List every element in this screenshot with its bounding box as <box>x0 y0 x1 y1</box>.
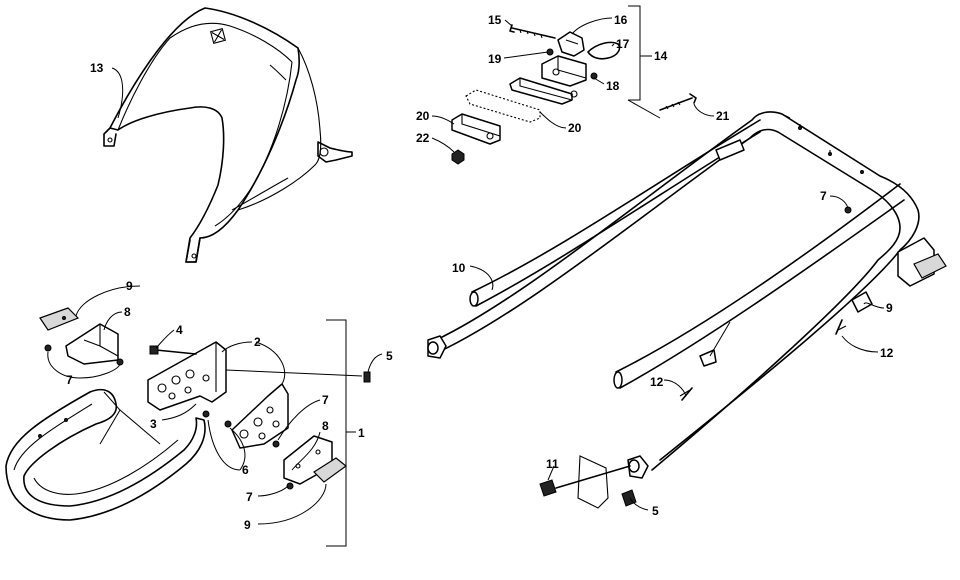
callout-3: 3 <box>150 417 157 431</box>
callout-20-lower: 20 <box>568 121 582 135</box>
callout-6: 6 <box>242 463 249 477</box>
callout-7-right: 7 <box>322 393 329 407</box>
hitch-latch-assembly-14 <box>451 5 697 165</box>
tow-handle-frame-10 <box>427 111 947 509</box>
callout-7-lower: 7 <box>246 490 253 504</box>
callout-19: 19 <box>488 52 502 66</box>
callout-4: 4 <box>176 323 183 337</box>
callout-11: 11 <box>546 457 559 471</box>
callout-12-right: 12 <box>880 346 894 360</box>
callout-2: 2 <box>254 335 261 349</box>
callout-16: 16 <box>614 13 628 27</box>
windshield-part-13 <box>103 7 353 263</box>
callout-1: 1 <box>358 426 365 440</box>
callout-12-left: 12 <box>650 375 664 389</box>
callout-9-frame: 9 <box>886 301 893 315</box>
callout-9-upper: 9 <box>126 279 133 293</box>
callout-13: 13 <box>90 61 104 75</box>
callout-20-upper: 20 <box>416 109 430 123</box>
callout-8-upper: 8 <box>124 305 131 319</box>
callout-14: 14 <box>654 49 668 63</box>
callout-18: 18 <box>606 79 620 93</box>
leader-lines <box>47 17 885 525</box>
callout-8-lower: 8 <box>322 419 329 433</box>
callout-17: 17 <box>616 37 630 51</box>
callout-7-upper: 7 <box>66 373 73 387</box>
callout-5-frame: 5 <box>652 504 659 518</box>
callout-21: 21 <box>716 109 730 123</box>
callout-9-lower: 9 <box>244 518 251 532</box>
callout-10: 10 <box>452 261 466 275</box>
callout-7-frame: 7 <box>820 189 827 203</box>
callout-labels: 13 15 16 17 14 19 18 20 20 22 21 10 7 9 … <box>66 13 894 532</box>
callout-15: 15 <box>488 13 502 27</box>
callout-5-bumper: 5 <box>386 349 393 363</box>
callout-22: 22 <box>416 131 430 145</box>
front-bumper-assembly-1 <box>5 307 371 547</box>
